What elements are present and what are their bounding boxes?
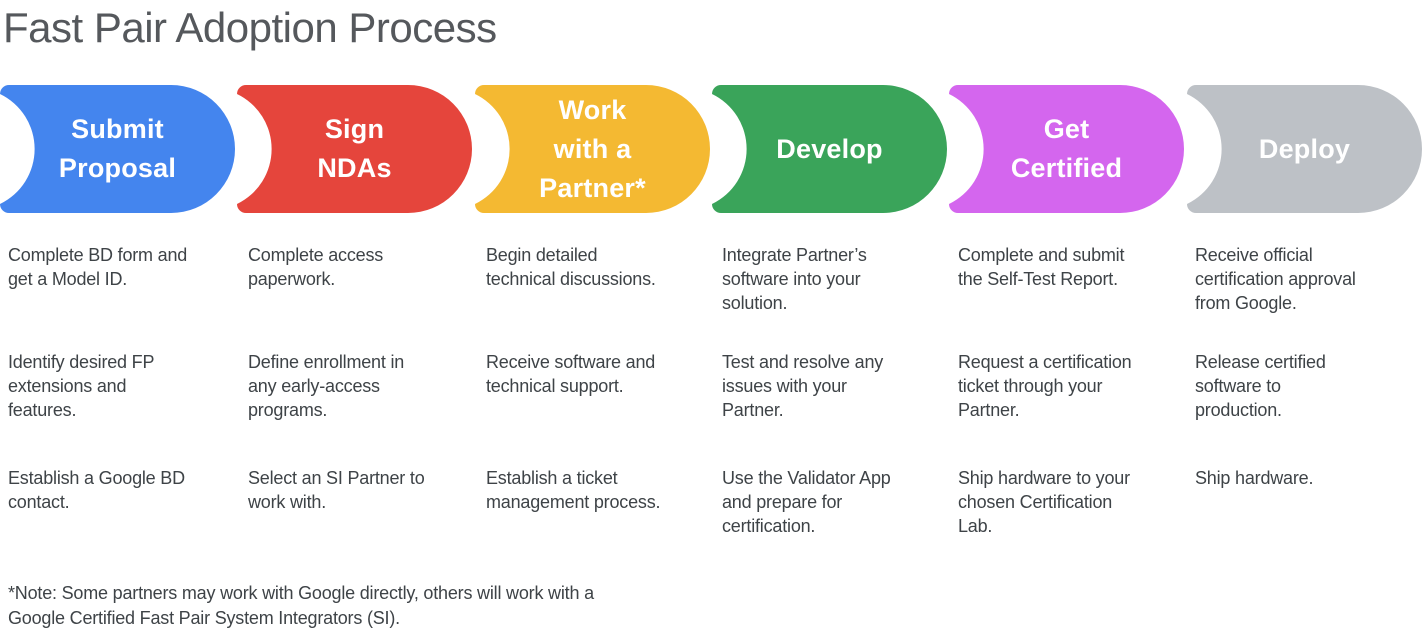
- step-shape-submit-proposal: [0, 85, 235, 213]
- step-shape-deploy: [1187, 85, 1422, 213]
- page-title: Fast Pair Adoption Process: [3, 4, 497, 51]
- task-item: Release certified software to production…: [1195, 352, 1326, 420]
- task-item: Define enrollment in any early-access pr…: [248, 352, 405, 420]
- step-shape-path: [712, 85, 947, 213]
- step-shape-develop: [712, 85, 947, 213]
- task-item: Complete and submit the Self-Test Report…: [958, 245, 1125, 289]
- step-shape-path: [237, 85, 472, 213]
- task-item: Select an SI Partner to work with.: [248, 468, 425, 512]
- footnote: *Note: Some partners may work with Googl…: [8, 583, 594, 628]
- step-shape-path: [475, 85, 710, 213]
- task-item: Establish a Google BD contact.: [8, 468, 185, 512]
- task-item: Identify desired FP extensions and featu…: [8, 352, 155, 420]
- step-shape-path: [949, 85, 1184, 213]
- task-item: Receive software and technical support.: [486, 352, 656, 396]
- step-shape-work-with-partner: [475, 85, 710, 213]
- task-item: Establish a ticket management process.: [486, 468, 661, 512]
- task-item: Use the Validator App and prepare for ce…: [722, 468, 891, 536]
- step-shape-path: [1187, 85, 1422, 213]
- task-item: Request a certification ticket through y…: [958, 352, 1132, 420]
- task-item: Complete access paperwork.: [248, 245, 384, 289]
- task-item: Complete BD form and get a Model ID.: [8, 245, 188, 289]
- step-shape-path: [0, 85, 235, 213]
- task-item: Test and resolve any issues with your Pa…: [722, 352, 884, 420]
- task-item: Integrate Partner’s software into your s…: [722, 245, 867, 313]
- step-shape-sign-ndas: [237, 85, 472, 213]
- task-item: Ship hardware to your chosen Certificati…: [958, 468, 1130, 536]
- step-shape-get-certified: [949, 85, 1184, 213]
- task-item: Receive official certification approval …: [1195, 245, 1356, 313]
- task-item: Ship hardware.: [1195, 468, 1314, 488]
- task-item: Begin detailed technical discussions.: [486, 245, 656, 289]
